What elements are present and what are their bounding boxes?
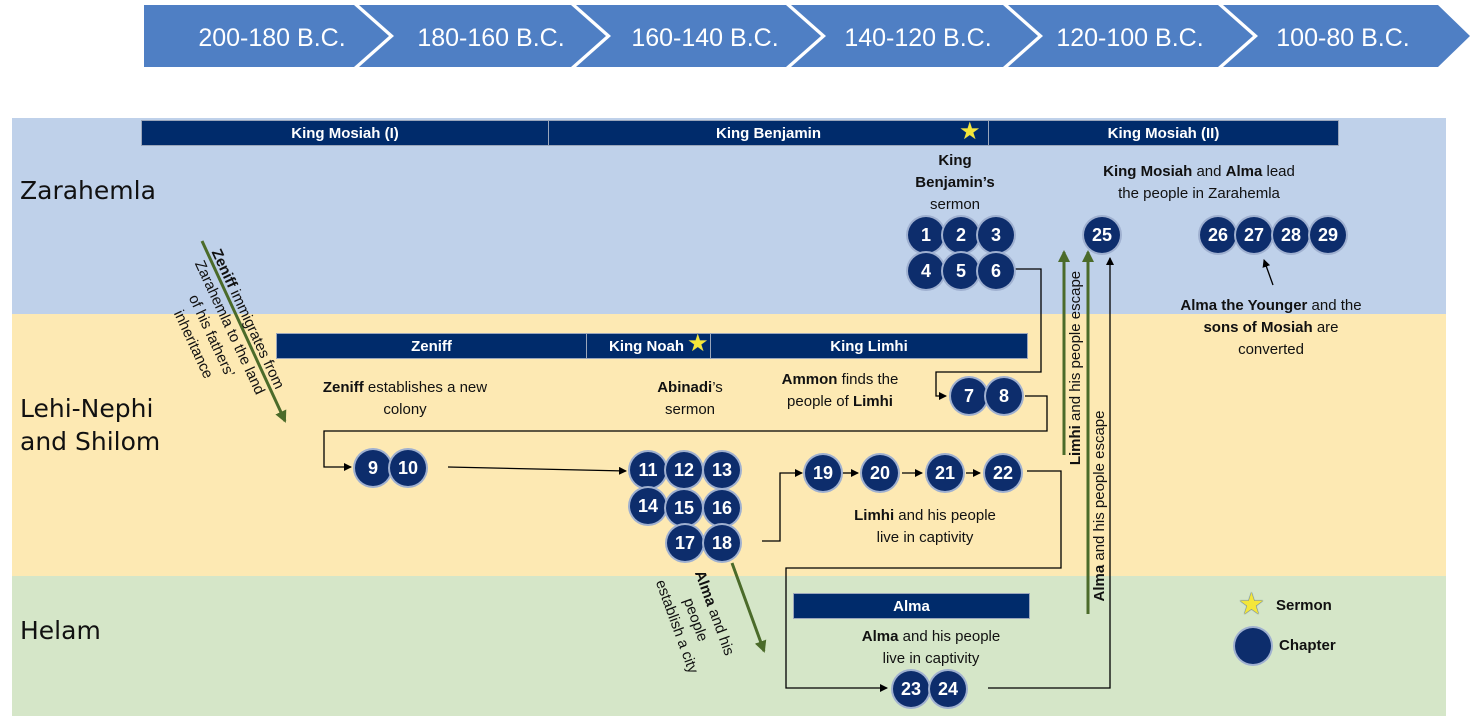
chapter-25: 25 [1084,217,1120,253]
chapter-29: 29 [1310,217,1346,253]
timeline-period: 100-80 B.C. [1276,24,1409,52]
timeline-period: 160-140 B.C. [631,24,778,52]
region-label-lehi-nephi: Lehi-Nephi and Shilom [20,394,161,456]
note-mosiah-alma-lead: King Mosiah and Alma lead the people in … [1103,163,1295,202]
chapter-26: 26 [1200,217,1236,253]
chapter-21: 21 [927,455,963,491]
note-limhi-escape: Limhi and his people escape [1067,270,1084,466]
chapter-2: 2 [943,217,979,253]
chapter-24: 24 [930,671,966,707]
sermon-star-icon: ★ [687,330,709,357]
timeline-period: 200-180 B.C. [198,24,345,52]
chapter-22: 22 [985,455,1021,491]
sermon-star-icon: ★ [959,118,981,145]
reign-bar-king-mosiah-2: King Mosiah (II) [988,120,1339,146]
chapter-3: 3 [978,217,1014,253]
note-limhi-captivity: Limhi and his people live in captivity [854,507,996,546]
region-label-helam: Helam [20,616,101,645]
legend-sermon-label: Sermon [1276,597,1332,614]
timeline-chevron-5 [1008,5,1253,67]
legend-chapter-icon [1235,628,1271,664]
reign-bar-king-noah: King Noah [586,333,711,359]
reign-bar-alma: Alma [793,593,1030,619]
chapter-12: 12 [666,452,702,488]
region-label-zarahemla: Zarahemla [20,176,156,205]
chapter-14: 14 [630,488,666,524]
connector-18-to-19 [762,469,803,542]
zarahemla-band [12,118,1446,314]
chapter-11: 11 [630,452,666,488]
chapter-13: 13 [704,452,740,488]
chapter-20: 20 [862,455,898,491]
timeline-chevron-6 [1223,5,1470,67]
reign-bar-zeniff: Zeniff [276,333,587,359]
timeline-period: 140-120 B.C. [844,24,991,52]
helam-band [12,576,1446,716]
legend-star-icon: ★ [1238,588,1265,621]
note-alma-escape: Alma and his people escape [1091,410,1108,602]
zeniff-migration-arrow [200,240,287,423]
chapter-28: 28 [1273,217,1309,253]
timeline-period: 180-160 B.C. [417,24,564,52]
chapter-9: 9 [355,450,391,486]
connector-24-to-25 [988,257,1114,689]
chapter-17: 17 [667,525,703,561]
chapter-27: 27 [1236,217,1272,253]
reign-bar-king-benjamin: King Benjamin [548,120,989,146]
chapter-7: 7 [951,378,987,414]
chapter-19: 19 [805,455,841,491]
timeline-chevron-3 [576,5,821,67]
chapter-18: 18 [704,525,740,561]
timeline-chevron-1 [144,5,389,67]
chapter-10: 10 [390,450,426,486]
chapter-4: 4 [908,253,944,289]
alma-city-arrow [730,562,767,653]
timeline-chevron-4 [791,5,1038,67]
chapter-6: 6 [978,253,1014,289]
chapter-15: 15 [666,490,702,526]
note-zeniff-colony: Zeniff establishes a new colony [322,379,488,418]
timeline-chevron-2 [359,5,606,67]
chapter-23: 23 [893,671,929,707]
note-alma-younger: Alma the Younger and the sons of Mosiah … [1180,297,1362,358]
note-benjamin-sermon: King Benjamin’s sermon [915,152,995,213]
chapter-1: 1 [908,217,944,253]
note-alma-captivity: Alma and his people live in captivity [861,628,1001,667]
chapter-8: 8 [986,378,1022,414]
chapter-5: 5 [943,253,979,289]
note-abinadi-sermon: Abinadi’s sermon [657,379,723,418]
connector-10-to-11 [447,466,627,475]
timeline-period: 120-100 B.C. [1056,24,1203,52]
chapter-16: 16 [704,490,740,526]
connector-22-to-23 [785,470,1062,692]
reign-bar-king-mosiah-1: King Mosiah (I) [141,120,549,146]
reign-bar-king-limhi: King Limhi [710,333,1028,359]
note-ammon-finds: Ammon finds the people of Limhi [781,371,899,410]
connector-8-to-9 [323,395,1048,471]
connector-alma-younger [1262,259,1274,286]
connector-6-to-7 [935,268,1042,400]
legend-chapter-label: Chapter [1279,637,1336,654]
